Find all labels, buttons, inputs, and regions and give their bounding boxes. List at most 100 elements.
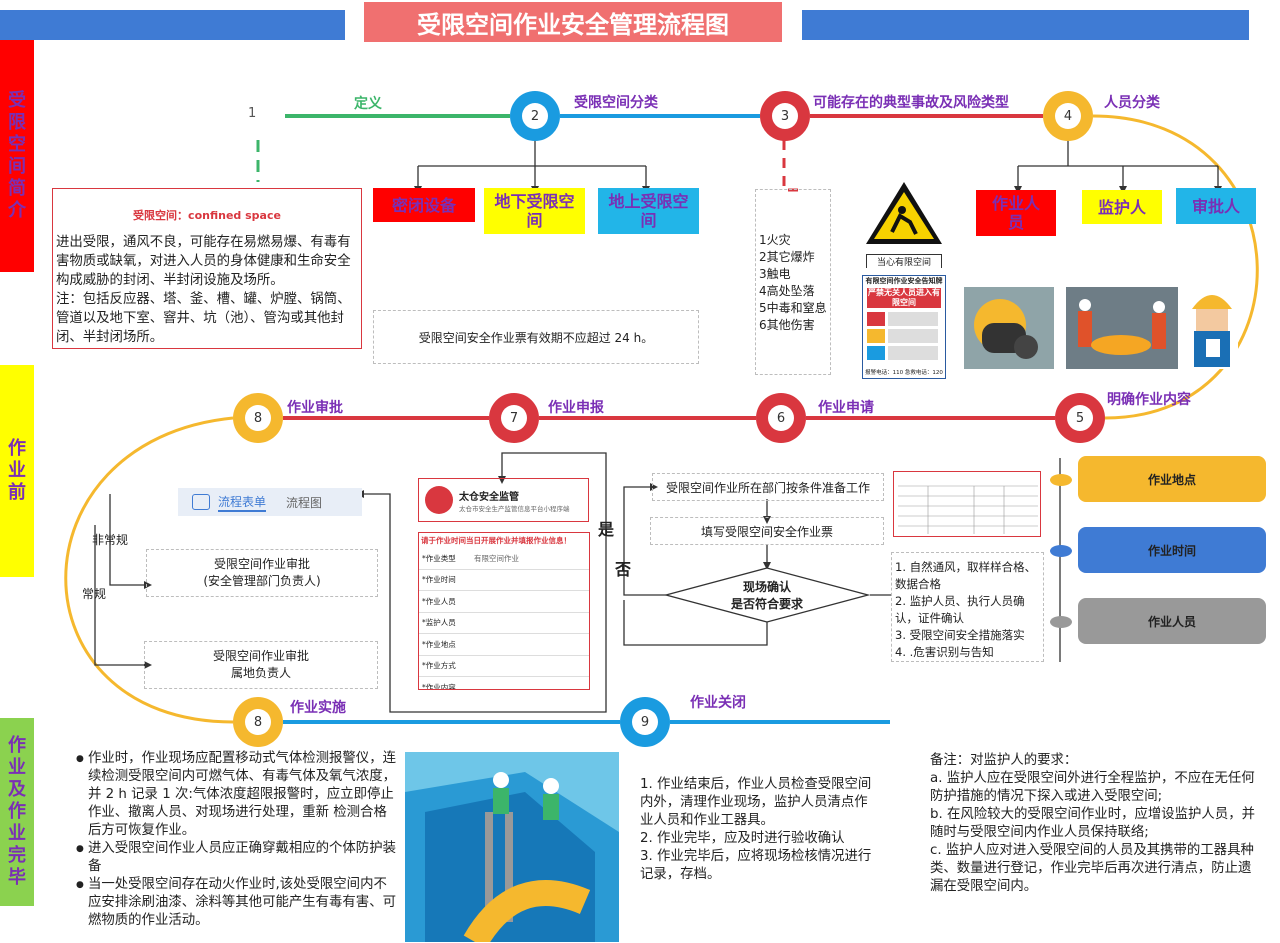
warning-triangle-icon <box>866 182 942 244</box>
remark-item: c. 监护人应对进入受限空间的人员及其携带的工器具种类、数量进行登记，作业完毕后… <box>930 843 1254 894</box>
app-field-row[interactable]: *作业地点 <box>419 634 589 656</box>
personnel-operator: 作业人员 <box>976 190 1056 236</box>
app-field-label: *作业内容 <box>422 682 456 690</box>
personnel-operator-label: 作业人员 <box>991 194 1040 232</box>
step-6-circle: 6 <box>756 393 806 443</box>
notice-board-footer: 报警电话：110 急救电话：120 <box>865 370 943 376</box>
tab-process-form[interactable]: 流程表单 <box>218 493 267 512</box>
app-field-row[interactable]: *作业人员 <box>419 591 589 613</box>
step-4-number: 4 <box>1055 103 1081 129</box>
implementation-text: 当一处受限空间存在动火作业时,该处受限空间内不应安排涂刷油漆、涂料等其他可能产生… <box>88 877 396 928</box>
category-underground-label: 地下受限空间 <box>494 192 575 230</box>
category-underground: 地下受限空间 <box>484 188 585 234</box>
app-field-row[interactable]: *作业时间 <box>419 570 589 591</box>
step-2-number: 2 <box>522 103 548 129</box>
approval-tabs: 流程表单 流程图 <box>178 488 362 516</box>
implementation-item: ● 当一处受限空间存在动火作业时,该处受限空间内不应安排涂刷油漆、涂料等其他可能产… <box>76 876 396 930</box>
stage-after-label: 作业及作业完毕 <box>8 735 26 888</box>
step-8b-label: 作业实施 <box>290 700 346 716</box>
risk-item: 4高处坠落 <box>759 284 815 298</box>
step-5-number: 5 <box>1067 405 1093 431</box>
step-8b-number: 8 <box>245 709 271 735</box>
pool-work-image <box>405 752 619 942</box>
page-title: 受限空间作业安全管理流程图 <box>362 0 784 44</box>
bullet-icon: ● <box>76 880 84 890</box>
step-9-label: 作业关闭 <box>690 695 746 711</box>
notice-board-title: 有限空间作业安全告知牌 <box>865 277 943 285</box>
app-subtitle: 太仓市安全生产监管信息平台小程序端 <box>459 504 570 513</box>
flow-fill-ticket: 填写受限空间安全作业票 <box>650 517 884 545</box>
pill-people: 作业人员 <box>1078 598 1266 644</box>
approval-box-safety: 受限空间作业审批 (安全管理部门负责人) <box>146 549 378 597</box>
category-aboveground: 地上受限空间 <box>598 188 699 234</box>
app-field-row[interactable]: *作业内容 <box>419 677 589 690</box>
approval-box-local: 受限空间作业审批 属地负责人 <box>144 641 378 689</box>
step-2-label: 受限空间分类 <box>574 95 658 111</box>
definition-box: 受限空间：confined space 进出受限，通风不良，可能存在易燃易爆、有… <box>52 188 362 349</box>
step-1-label: 定义 <box>354 96 382 112</box>
risk-item: 2其它爆炸 <box>759 250 815 264</box>
implementation-list: ● 作业时，作业现场应配置移动式气体检测报警仪，连续检测受限空间内可燃气体、有毒气… <box>76 750 396 930</box>
approval-normal: 常规 <box>82 587 107 601</box>
stage-before-bar: 作业前 <box>0 365 34 577</box>
app-field-row[interactable]: *监护人员 <box>419 613 589 634</box>
step-8b-circle: 8 <box>233 697 283 747</box>
app-field-label: *作业方式 <box>422 661 456 671</box>
step-4-label: 人员分类 <box>1104 95 1160 111</box>
worker-rescue-image <box>1066 287 1178 369</box>
app-field-row[interactable]: *作业方式 <box>419 656 589 677</box>
check-item: 4. .危害识别与告知 <box>895 645 994 659</box>
flow-prepare: 受限空间作业所在部门按条件准备工作 <box>652 473 884 501</box>
app-field-label: *作业人员 <box>422 596 456 606</box>
risk-item: 6其他伤害 <box>759 318 815 332</box>
implementation-text: 作业时，作业现场应配置移动式气体检测报警仪，连续检测受限空间内可燃气体、有毒气体… <box>88 751 396 838</box>
step-2-circle: 2 <box>510 91 560 141</box>
tab-process-chart[interactable]: 流程图 <box>286 495 323 510</box>
app-field-label: *作业时间 <box>422 575 456 585</box>
app-field-value: 有限空间作业 <box>474 553 519 563</box>
risk-item: 3触电 <box>759 267 791 281</box>
warning-sign-caption: 当心有限空间 <box>866 254 942 268</box>
pill-location-dot <box>1050 474 1072 486</box>
stage-before-label: 作业前 <box>8 438 26 503</box>
app-field-label: *监护人员 <box>422 618 456 628</box>
stage-intro-label: 受限空间简介 <box>8 90 26 221</box>
check-item: 3. 受限空间安全措施落实 <box>895 628 1025 642</box>
warning-sign: 当心有限空间 <box>862 178 946 268</box>
check-item: 2. 监护人员、执行人员确认，证件确认 <box>895 594 1025 625</box>
step-3-label: 可能存在的典型事故及风险类型 <box>813 95 1009 111</box>
definition-body: 进出受限，通风不良，可能存在易燃易爆、有毒有害物质或缺氧，对进入人员的身体健康和… <box>56 235 351 345</box>
app-field-row[interactable]: *作业类型 有限空间作业 <box>419 548 589 570</box>
approval-abnormal: 非常规 <box>92 533 129 547</box>
bullet-icon: ● <box>76 844 84 854</box>
stage-intro-bar: 受限空间简介 <box>0 40 34 272</box>
risk-item: 1火灾 <box>759 233 791 247</box>
step-3-circle: 3 <box>760 91 810 141</box>
app-form: 请于作业时间当日开展作业并填报作业信息！ *作业类型有限空间作业*作业时间*作业… <box>418 532 590 690</box>
stage-after-bar: 作业及作业完毕 <box>0 718 34 906</box>
flow-no: 否 <box>615 560 632 579</box>
step-7-label: 作业申报 <box>548 400 604 416</box>
closing-list: 1. 作业结束后，作业人员检查受限空间内外，清理作业现场，监护人员清点作业人员和… <box>640 776 875 884</box>
step-6-number: 6 <box>768 405 794 431</box>
implementation-text: 进入受限空间作业人员应正确穿戴相应的个体防护装备 <box>88 841 396 874</box>
closing-item: 3. 作业完毕后，应将现场检核情况进行记录，存档。 <box>640 849 872 882</box>
worker-cartoon-image <box>1186 281 1238 369</box>
personnel-approver: 审批人 <box>1176 188 1256 224</box>
form-icon <box>192 494 210 510</box>
pill-time: 作业时间 <box>1078 527 1266 573</box>
app-field-label: *作业类型 <box>422 553 456 563</box>
notice-board: 有限空间作业安全告知牌 严禁无关人员进入有限空间 报警电话：110 急救电话：1… <box>862 275 946 379</box>
notice-board-banner: 严禁无关人员进入有限空间 <box>867 288 941 308</box>
check-item: 1. 自然通风，取样样合格、数据合格 <box>895 560 1037 591</box>
step-8a-circle: 8 <box>233 393 283 443</box>
app-logo-icon <box>425 486 453 514</box>
app-header: 太仓安全监管 太仓市安全生产监管信息平台小程序端 <box>418 478 589 522</box>
closing-item: 2. 作业完毕，应及时进行验收确认 <box>640 831 845 846</box>
step-4-circle: 4 <box>1043 91 1093 141</box>
closing-item: 1. 作业结束后，作业人员检查受限空间内外，清理作业现场，监护人员清点作业人员和… <box>640 777 872 828</box>
step-8a-number: 8 <box>245 405 271 431</box>
pill-time-dot <box>1050 545 1072 557</box>
